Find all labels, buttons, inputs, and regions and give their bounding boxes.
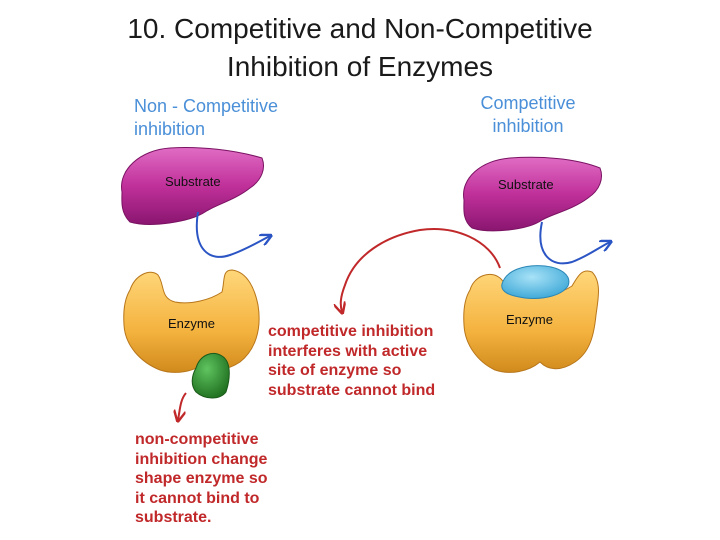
competitive-note-line: competitive inhibition bbox=[268, 323, 434, 340]
left-enzyme: Enzyme bbox=[123, 269, 260, 373]
left-enzyme-label: Enzyme bbox=[168, 316, 215, 331]
noncompetitive-note-line: it cannot bind to bbox=[135, 489, 260, 507]
noncompetitive-note-line: non-competitive bbox=[135, 431, 259, 448]
noncompetitive-note-line: substrate. bbox=[135, 509, 212, 526]
right-substrate: Substrate bbox=[463, 156, 602, 232]
left-binding-arrow bbox=[195, 211, 270, 258]
right-substrate-label: Substrate bbox=[498, 177, 554, 192]
noncompetitive-heading-line-2: inhibition bbox=[134, 119, 206, 139]
noncompetitive-note: non-competitive inhibition change shape … bbox=[135, 430, 295, 528]
slide-title: 10. Competitive and Non-Competitive Inhi… bbox=[0, 10, 720, 86]
competitive-note-arrow bbox=[341, 228, 501, 312]
competitive-heading: Competitive inhibition bbox=[468, 92, 588, 138]
noncompetitive-note-line: shape enzyme so bbox=[135, 470, 268, 487]
competitive-note-line: site of enzyme so bbox=[268, 362, 402, 379]
noncompetitive-note-arrow bbox=[178, 392, 187, 420]
noncompetitive-heading-line-1: Non - Competitive bbox=[134, 96, 279, 116]
left-substrate: Substrate bbox=[121, 147, 264, 225]
noncompetitive-note-line: inhibition change bbox=[135, 450, 268, 468]
title-line-1: 10. Competitive and Non-Competitive bbox=[127, 13, 593, 44]
right-binding-arrow bbox=[539, 221, 610, 265]
right-enzyme-label: Enzyme bbox=[506, 312, 553, 327]
left-substrate-label: Substrate bbox=[165, 174, 221, 189]
noncompetitive-inhibitor-shape bbox=[191, 353, 230, 399]
competitive-note: competitive inhibition interferes with a… bbox=[268, 322, 458, 400]
competitive-inhibitor-shape bbox=[501, 265, 570, 299]
noncompetitive-heading: Non - Competitive inhibition bbox=[134, 95, 278, 141]
competitive-heading-line-2: inhibition bbox=[492, 116, 564, 136]
title-line-2: Inhibition of Enzymes bbox=[226, 51, 494, 82]
competitive-heading-line-1: Competitive bbox=[480, 93, 576, 113]
competitive-note-line: interferes with active bbox=[268, 342, 428, 360]
competitive-note-line: substrate cannot bind bbox=[268, 381, 436, 399]
